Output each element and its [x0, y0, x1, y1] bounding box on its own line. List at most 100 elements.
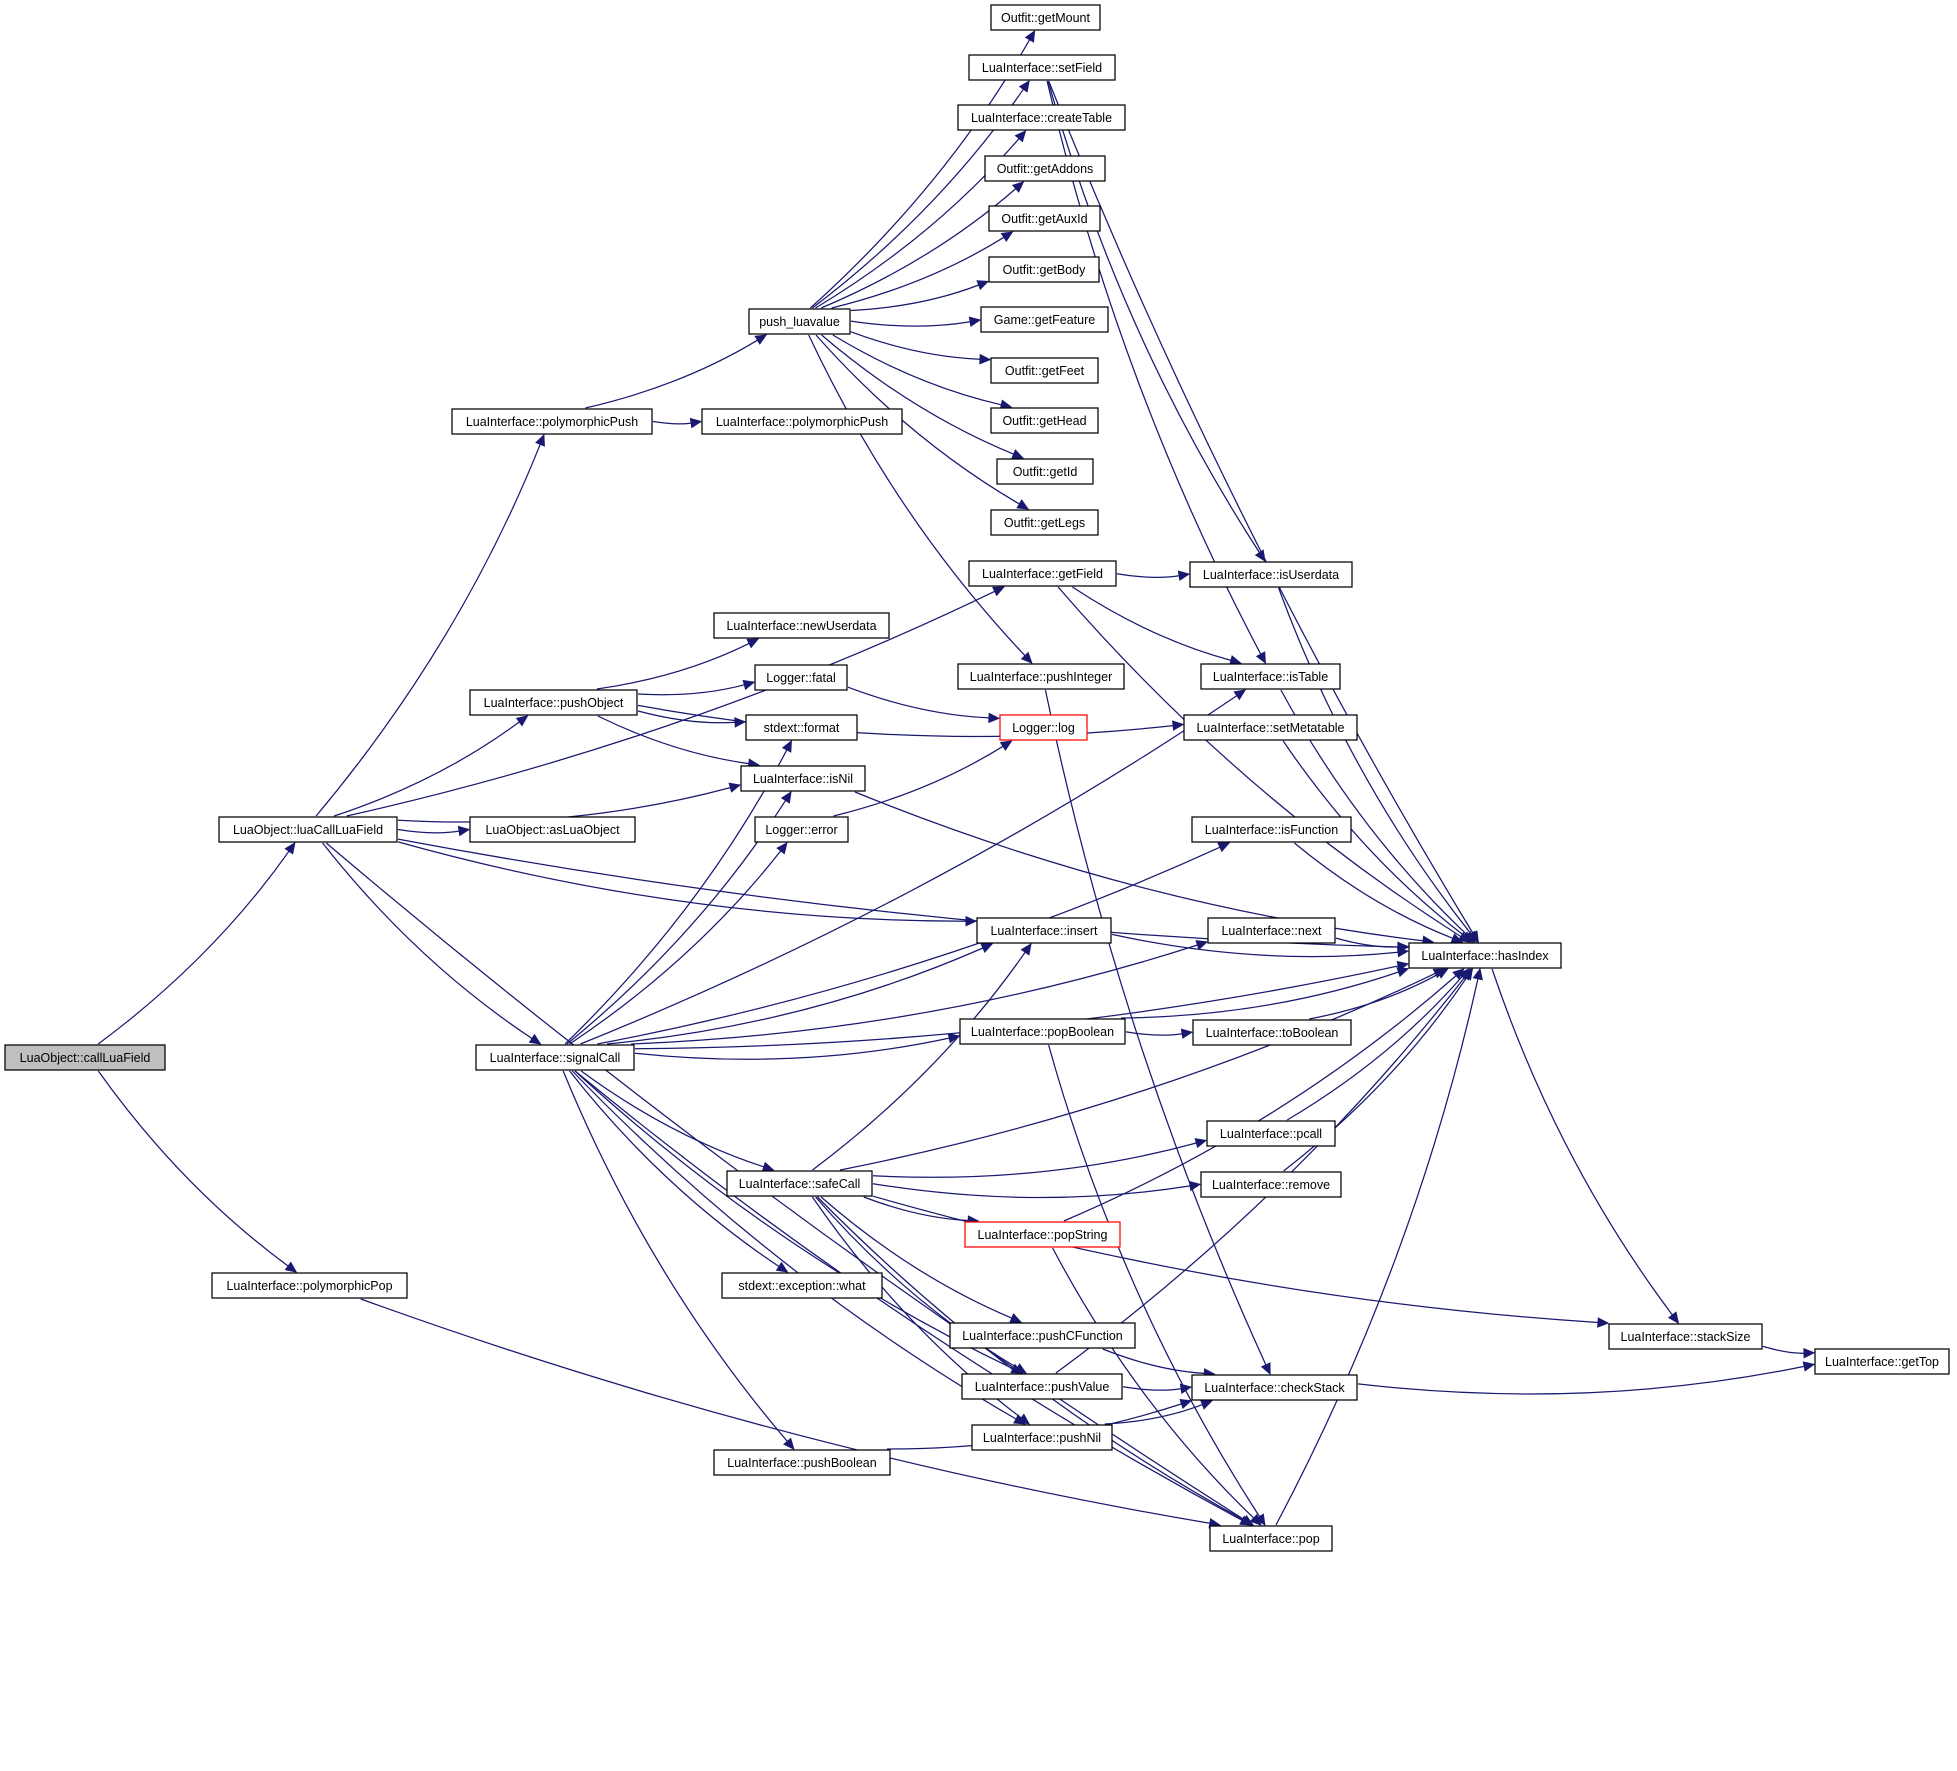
node-push_luavalue[interactable]: push_luavalue — [748, 308, 851, 335]
node-box — [1608, 1323, 1763, 1350]
edge-signalCall-to-next — [631, 940, 1209, 1045]
node-callLuaField[interactable]: LuaObject::callLuaField — [4, 1044, 166, 1071]
node-fatal[interactable]: Logger::fatal — [754, 664, 848, 691]
node-asLuaObject[interactable]: LuaObject::asLuaObject — [469, 816, 636, 843]
node-label: LuaInterface::pushCFunction — [962, 1329, 1123, 1343]
edge-line — [652, 420, 692, 425]
node-box — [957, 663, 1125, 690]
edge-signalCall-to-error — [569, 842, 788, 1045]
node-polymorphicPop[interactable]: LuaInterface::polymorphicPop — [211, 1272, 408, 1299]
arrowhead-icon — [1177, 570, 1191, 581]
node-createTable[interactable]: LuaInterface::createTable — [957, 104, 1126, 131]
arrowhead-icon — [528, 1033, 542, 1045]
node-insert[interactable]: LuaInterface::insert — [976, 917, 1112, 944]
node-label: LuaInterface::polymorphicPush — [466, 415, 638, 429]
node-pcall[interactable]: LuaInterface::pcall — [1206, 1120, 1336, 1147]
node-setMetatable[interactable]: LuaInterface::setMetatable — [1183, 714, 1358, 741]
edge-line — [574, 1070, 1243, 1521]
node-label: stdext::exception::what — [738, 1279, 866, 1293]
node-polymorphicPush1[interactable]: LuaInterface::polymorphicPush — [451, 408, 653, 435]
node-newUserdata[interactable]: LuaInterface::newUserdata — [713, 612, 890, 639]
edge-line — [97, 1070, 289, 1267]
edge-signalCall-to-safeCall — [580, 1070, 775, 1172]
edge-line — [1072, 586, 1232, 662]
node-label: Outfit::getHead — [1002, 414, 1086, 428]
arrowhead-icon — [976, 280, 990, 291]
arrowhead-icon — [1018, 79, 1030, 93]
node-isTable[interactable]: LuaInterface::isTable — [1200, 663, 1341, 690]
arrowhead-icon — [1460, 968, 1472, 981]
node-pop[interactable]: LuaInterface::pop — [1209, 1525, 1333, 1552]
node-popBoolean[interactable]: LuaInterface::popBoolean — [959, 1018, 1126, 1045]
node-exceptionWhat[interactable]: stdext::exception::what — [721, 1272, 883, 1299]
node-checkStack[interactable]: LuaInterface::checkStack — [1191, 1374, 1358, 1401]
node-hasIndex[interactable]: LuaInterface::hasIndex — [1408, 942, 1562, 969]
edge-polymorphicPush1-to-polymorphicPush2 — [652, 417, 703, 429]
node-pushCFunction[interactable]: LuaInterface::pushCFunction — [949, 1322, 1136, 1349]
node-getTop[interactable]: LuaInterface::getTop — [1814, 1348, 1950, 1375]
node-isNil[interactable]: LuaInterface::isNil — [740, 765, 866, 792]
arrowhead-icon — [284, 842, 296, 855]
edge-line — [1057, 586, 1462, 938]
node-label: LuaInterface::signalCall — [490, 1051, 621, 1065]
edge-line — [562, 1070, 788, 1442]
edge-pushObject-to-format — [637, 710, 747, 728]
edge-pushObject-to-isNil — [597, 715, 760, 769]
node-pushObject[interactable]: LuaInterface::pushObject — [469, 689, 638, 716]
node-box — [713, 1449, 891, 1476]
node-safeCall[interactable]: LuaInterface::safeCall — [726, 1170, 873, 1197]
node-pushInteger[interactable]: LuaInterface::pushInteger — [957, 663, 1125, 690]
node-getAuxId[interactable]: Outfit::getAuxId — [988, 205, 1101, 232]
node-remove[interactable]: LuaInterface::remove — [1200, 1171, 1342, 1198]
node-box — [745, 714, 858, 741]
edge-line — [854, 791, 1424, 942]
node-getFeature[interactable]: Game::getFeature — [980, 306, 1109, 333]
node-getFeet[interactable]: Outfit::getFeet — [990, 357, 1099, 384]
node-getBody[interactable]: Outfit::getBody — [988, 256, 1100, 283]
node-error[interactable]: Logger::error — [754, 816, 849, 843]
node-getMount[interactable]: Outfit::getMount — [990, 4, 1101, 31]
arrowhead-icon — [1200, 1399, 1213, 1410]
node-box — [971, 1424, 1113, 1451]
node-polymorphicPush2[interactable]: LuaInterface::polymorphicPush — [701, 408, 903, 435]
node-pushNil[interactable]: LuaInterface::pushNil — [971, 1424, 1113, 1451]
arrowhead-icon — [1472, 967, 1483, 981]
node-popString[interactable]: LuaInterface::popString — [964, 1221, 1121, 1248]
edge-signalCall-to-isTable — [580, 689, 1247, 1045]
node-label: Logger::log — [1012, 721, 1075, 735]
node-box — [451, 408, 653, 435]
node-pushValue[interactable]: LuaInterface::pushValue — [961, 1373, 1123, 1400]
node-toBoolean[interactable]: LuaInterface::toBoolean — [1192, 1019, 1352, 1046]
edge-stackSize-to-getTop — [1762, 1345, 1816, 1359]
node-getHead[interactable]: Outfit::getHead — [990, 407, 1099, 434]
node-label: LuaInterface::isNil — [753, 772, 853, 786]
node-box — [726, 1170, 873, 1197]
node-signalCall[interactable]: LuaInterface::signalCall — [475, 1044, 635, 1071]
edge-line — [333, 721, 520, 817]
node-getAddons[interactable]: Outfit::getAddons — [984, 155, 1106, 182]
arrowhead-icon — [1188, 1180, 1202, 1192]
node-getLegs[interactable]: Outfit::getLegs — [990, 509, 1099, 536]
node-luaCallLuaField[interactable]: LuaObject::luaCallLuaField — [218, 816, 398, 843]
edge-popBoolean-to-toBoolean — [1125, 1028, 1194, 1039]
node-getId[interactable]: Outfit::getId — [996, 458, 1094, 485]
edge-pushValue-to-checkStack — [1122, 1383, 1193, 1394]
edge-line — [839, 972, 1436, 1171]
arrowhead-icon — [1020, 651, 1033, 664]
edge-line — [815, 1196, 1018, 1369]
node-box — [990, 407, 1099, 434]
node-getField[interactable]: LuaInterface::getField — [968, 560, 1117, 587]
arrowhead-icon — [1011, 449, 1025, 459]
node-setField[interactable]: LuaInterface::setField — [968, 54, 1116, 81]
edge-line — [634, 1037, 950, 1060]
node-log[interactable]: Logger::log — [999, 714, 1088, 741]
node-isFunction[interactable]: LuaInterface::isFunction — [1191, 816, 1352, 843]
node-format[interactable]: stdext::format — [745, 714, 858, 741]
node-pushBoolean[interactable]: LuaInterface::pushBoolean — [713, 1449, 891, 1476]
node-next[interactable]: LuaInterface::next — [1207, 917, 1336, 944]
edge-popBoolean-to-pop — [1047, 1044, 1266, 1527]
node-stackSize[interactable]: LuaInterface::stackSize — [1608, 1323, 1763, 1350]
edge-safeCall-to-insert — [812, 943, 1032, 1171]
node-isUserdata[interactable]: LuaInterface::isUserdata — [1189, 561, 1353, 588]
